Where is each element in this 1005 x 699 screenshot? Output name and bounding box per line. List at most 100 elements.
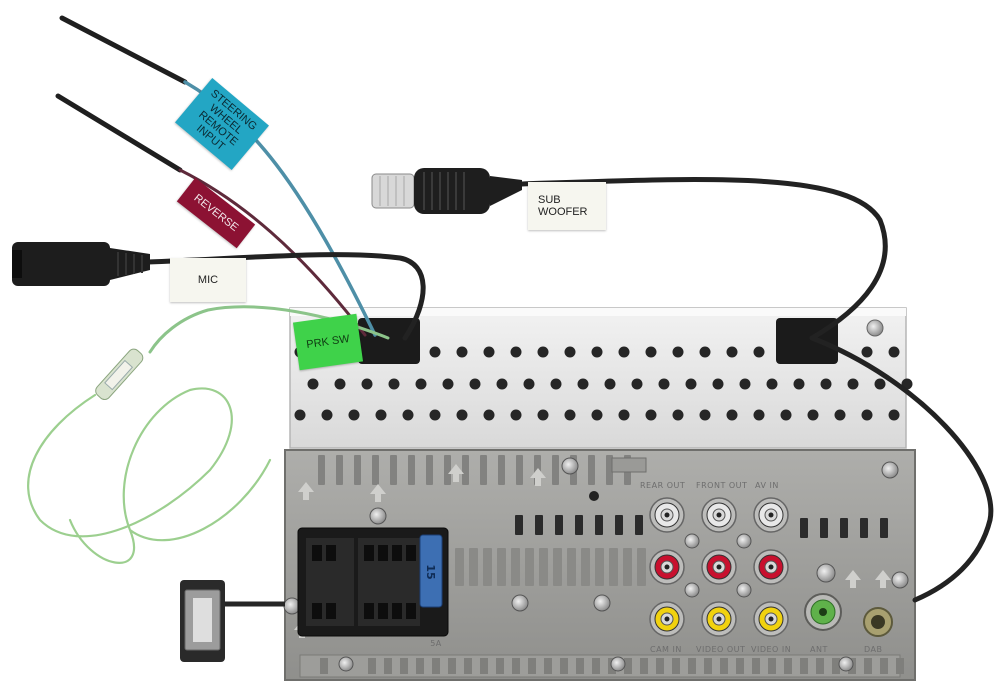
bottom-fin	[496, 658, 504, 674]
vent-hole	[699, 409, 711, 421]
rca-jack-hole	[664, 512, 670, 518]
vent-hole	[577, 378, 589, 390]
vent-hole	[658, 378, 670, 390]
bottom-fin	[880, 658, 888, 674]
bottom-fin	[896, 658, 904, 674]
rca-jack-hole	[716, 564, 722, 570]
bottom-fin	[816, 658, 824, 674]
fin	[390, 455, 397, 485]
rca-jack[interactable]	[701, 497, 737, 533]
rca-jack[interactable]	[649, 549, 685, 585]
antenna-jack[interactable]	[804, 593, 842, 631]
slot	[515, 515, 523, 535]
vent-hole	[726, 346, 738, 358]
slot	[800, 518, 808, 538]
slot	[595, 515, 603, 535]
rca-jack[interactable]	[649, 601, 685, 637]
fuse[interactable]: 15	[419, 534, 443, 608]
av-in-label: AV IN	[755, 481, 779, 490]
fin	[595, 548, 604, 586]
bottom-fin	[544, 658, 552, 674]
fin	[567, 548, 576, 586]
bottom-fin	[768, 658, 776, 674]
fin	[588, 455, 595, 485]
vent-hole	[766, 378, 778, 390]
fin	[525, 548, 534, 586]
bottom-fin	[592, 658, 600, 674]
vent-hole	[483, 346, 495, 358]
fin	[497, 548, 506, 586]
rca-jack-hole	[664, 616, 670, 622]
bottom-fin	[432, 658, 440, 674]
bottom-fin	[560, 658, 568, 674]
vent-hole	[469, 378, 481, 390]
bottom-fin	[320, 658, 328, 674]
rca-jack-hole	[768, 564, 774, 570]
vent-hole	[780, 409, 792, 421]
rca-jack[interactable]	[753, 601, 789, 637]
fin	[480, 455, 487, 485]
vent-hole	[415, 378, 427, 390]
bottom-fin	[752, 658, 760, 674]
fin	[372, 455, 379, 485]
vent-hole	[861, 346, 873, 358]
vent-hole	[510, 409, 522, 421]
vent-hole	[294, 409, 306, 421]
slot	[575, 515, 583, 535]
vent-holes	[294, 346, 913, 421]
bottom-fin	[512, 658, 520, 674]
fin	[455, 548, 464, 586]
panel-print: REAR OUT FRONT OUT AV IN CAM IN VIDEO OU…	[640, 481, 882, 654]
mic-plug	[12, 242, 150, 286]
vent-hole	[645, 346, 657, 358]
vent-hole	[631, 378, 643, 390]
iso-connector[interactable]: 15 5A	[297, 527, 449, 648]
slot	[820, 518, 828, 538]
cam-in-label: CAM IN	[650, 645, 682, 654]
bottom-fin	[800, 658, 808, 674]
fin	[552, 455, 559, 485]
vent-hole	[442, 378, 454, 390]
fin	[606, 455, 613, 485]
vent-hole	[537, 346, 549, 358]
bottom-fin	[528, 658, 536, 674]
vent-hole	[456, 346, 468, 358]
bottom-fin	[704, 658, 712, 674]
rca-jack-hole	[664, 564, 670, 570]
vent-hole	[834, 409, 846, 421]
rca-jack[interactable]	[753, 497, 789, 533]
bottom-fin	[416, 658, 424, 674]
bottom-fins	[320, 658, 904, 674]
vent-hole	[847, 378, 859, 390]
prk-sw-tag: PRK SW	[292, 313, 364, 371]
bottom-fin	[368, 658, 376, 674]
fin	[539, 548, 548, 586]
fin	[462, 455, 469, 485]
rca-jack-group[interactable]	[649, 497, 789, 637]
vent-hole	[618, 409, 630, 421]
slot	[880, 518, 888, 538]
rca-jack[interactable]	[701, 601, 737, 637]
rca-jack[interactable]	[753, 549, 789, 585]
inline-fuse-holder	[95, 348, 144, 401]
vent-hole	[321, 409, 333, 421]
usb-cable	[180, 580, 285, 662]
fin	[498, 455, 505, 485]
ant-label: ANT	[810, 645, 828, 654]
vent-hole	[429, 346, 441, 358]
slot	[535, 515, 543, 535]
rca-jack[interactable]	[649, 497, 685, 533]
vent-hole	[591, 409, 603, 421]
fuse-rating-label: 15	[424, 564, 437, 579]
slot	[860, 518, 868, 538]
subwoofer-tag: SUB WOOFER	[528, 182, 606, 230]
vent-hole	[456, 409, 468, 421]
top-fins	[318, 455, 631, 485]
slot	[635, 515, 643, 535]
vent-hole	[699, 346, 711, 358]
dab-jack[interactable]	[863, 607, 893, 637]
rca-jack[interactable]	[701, 549, 737, 585]
vent-hole	[550, 378, 562, 390]
vent-hole	[388, 378, 400, 390]
fin	[444, 455, 451, 485]
